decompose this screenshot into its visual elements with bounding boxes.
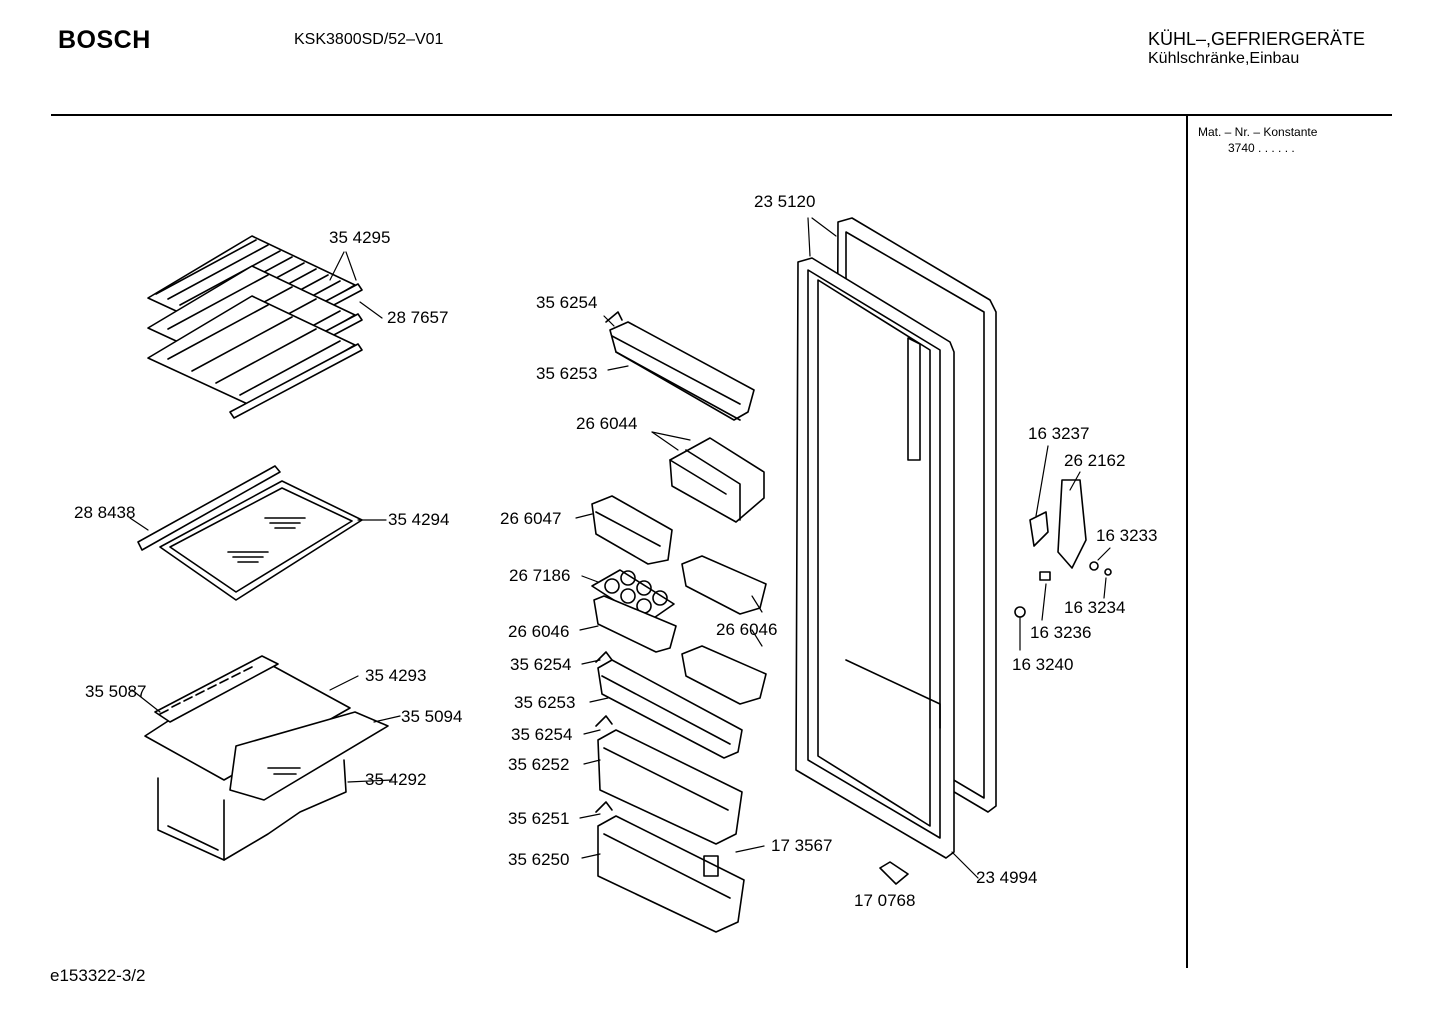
part-label-356252: 35 6252: [508, 755, 569, 774]
door-balconies-drawing: [591, 311, 767, 933]
part-label-288438: 28 8438: [74, 503, 135, 522]
part-label-287657: 28 7657: [387, 308, 448, 327]
mat-nr-value: 3740 . . . . . .: [1228, 141, 1295, 155]
part-label-356254: 35 6254: [511, 725, 572, 744]
mat-nr-label: Mat. – Nr. – Konstante: [1198, 125, 1318, 139]
part-label-266046: 26 6046: [716, 620, 777, 639]
wire-shelves-drawing: [147, 235, 363, 419]
part-label-163237: 16 3237: [1028, 424, 1089, 443]
part-label-235120: 23 5120: [754, 192, 815, 211]
diagram-id: e153322-3/2: [50, 966, 146, 985]
part-label-266044: 26 6044: [576, 414, 637, 433]
part-label-354294: 35 4294: [388, 510, 449, 529]
part-label-234994: 23 4994: [976, 868, 1037, 887]
part-label-356253: 35 6253: [536, 364, 597, 383]
crisper-drawer-drawing: [144, 655, 389, 861]
part-label-356251: 35 6251: [508, 809, 569, 828]
header-divider: [51, 114, 1392, 116]
door-panel-drawing: [795, 217, 997, 859]
part-label-262162: 26 2162: [1064, 451, 1125, 470]
part-label-354293: 35 4293: [365, 666, 426, 685]
category-subtitle: Kühlschränke,Einbau: [1148, 50, 1300, 67]
part-label-356250: 35 6250: [508, 850, 569, 869]
sidebar-divider: [1186, 116, 1188, 968]
part-labels: 35 4295 28 7657 28 8438 35 4294 35 5087 …: [74, 192, 1157, 910]
category-title: KÜHL–,GEFRIERGERÄTE: [1148, 29, 1366, 49]
part-label-355087: 35 5087: [85, 682, 146, 701]
part-label-170768: 17 0768: [854, 891, 915, 910]
glass-shelf-drawing: [137, 465, 363, 601]
part-label-163233: 16 3233: [1096, 526, 1157, 545]
leader-lines: [129, 217, 1111, 879]
part-label-356253: 35 6253: [514, 693, 575, 712]
part-label-266047: 26 6047: [500, 509, 561, 528]
part-label-356254: 35 6254: [510, 655, 571, 674]
part-label-266046: 26 6046: [508, 622, 569, 641]
part-label-173567: 17 3567: [771, 836, 832, 855]
part-label-163236: 16 3236: [1030, 623, 1091, 642]
part-label-354295: 35 4295: [329, 228, 390, 247]
part-label-163240: 16 3240: [1012, 655, 1073, 674]
brand-logo: BOSCH: [58, 26, 151, 54]
part-label-356254: 35 6254: [536, 293, 597, 312]
hinge-parts-drawing: [879, 479, 1112, 885]
part-label-163234: 16 3234: [1064, 598, 1125, 617]
part-label-355094: 35 5094: [401, 707, 462, 726]
part-label-354292: 35 4292: [365, 770, 426, 789]
model-number: KSK3800SD/52–V01: [294, 31, 444, 48]
part-label-267186: 26 7186: [509, 566, 570, 585]
